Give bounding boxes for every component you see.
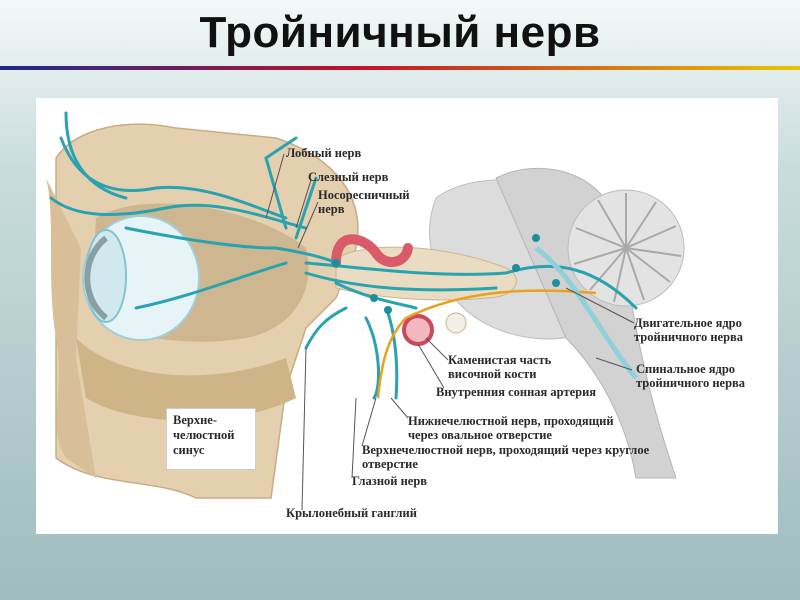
nerve-branches <box>49 111 638 400</box>
label-pterygopalatine-ganglion: Крылонебный ганглий <box>286 506 417 520</box>
orbit-floor <box>76 338 296 421</box>
label-petrous-part: Каменистая часть височной кости <box>448 353 552 381</box>
label-maxillary-nerve: Верхнечелюстной нерв, проходящий через к… <box>362 443 650 471</box>
maxillary-sinus-label-box: Верхне- челюстной синус <box>166 408 256 470</box>
nerve-nodes <box>332 234 560 314</box>
label-maxillary-sinus: Верхне- челюстной синус <box>173 413 235 457</box>
label-spinal-nucleus: Спинальное ядро тройничного нерва <box>636 362 746 390</box>
slide-title: Тройничный нерв <box>199 8 601 57</box>
motor-nerve <box>376 289 597 399</box>
nasal-bone <box>46 178 96 478</box>
leader-lines <box>265 153 635 511</box>
trigeminal-illustration <box>46 111 685 511</box>
artery-loop <box>331 234 413 268</box>
label-nasociliary-nerve: Носоресничный нерв <box>318 188 410 216</box>
label-frontal-nerve: Лобный нерв <box>286 146 362 160</box>
label-motor-nucleus: Двигательное ядро тройничного нерва <box>634 316 744 344</box>
label-ophthalmic-nerve: Глазной нерв <box>352 474 428 488</box>
label-internal-carotid: Внутренния сонная артерия <box>436 385 597 399</box>
label-mandibular-nerve: Нижнечелюстной нерв, проходящий через ов… <box>408 414 614 442</box>
diagram-panel: Лобный нерв Слезный нерв Носоресничный н… <box>36 98 778 534</box>
spinal-nucleus-tract <box>534 246 638 380</box>
label-lacrimal-nerve: Слезный нерв <box>308 170 389 184</box>
eyeball <box>82 215 200 341</box>
cerebellum <box>567 189 685 307</box>
pons <box>495 167 677 479</box>
title-divider <box>0 66 800 70</box>
